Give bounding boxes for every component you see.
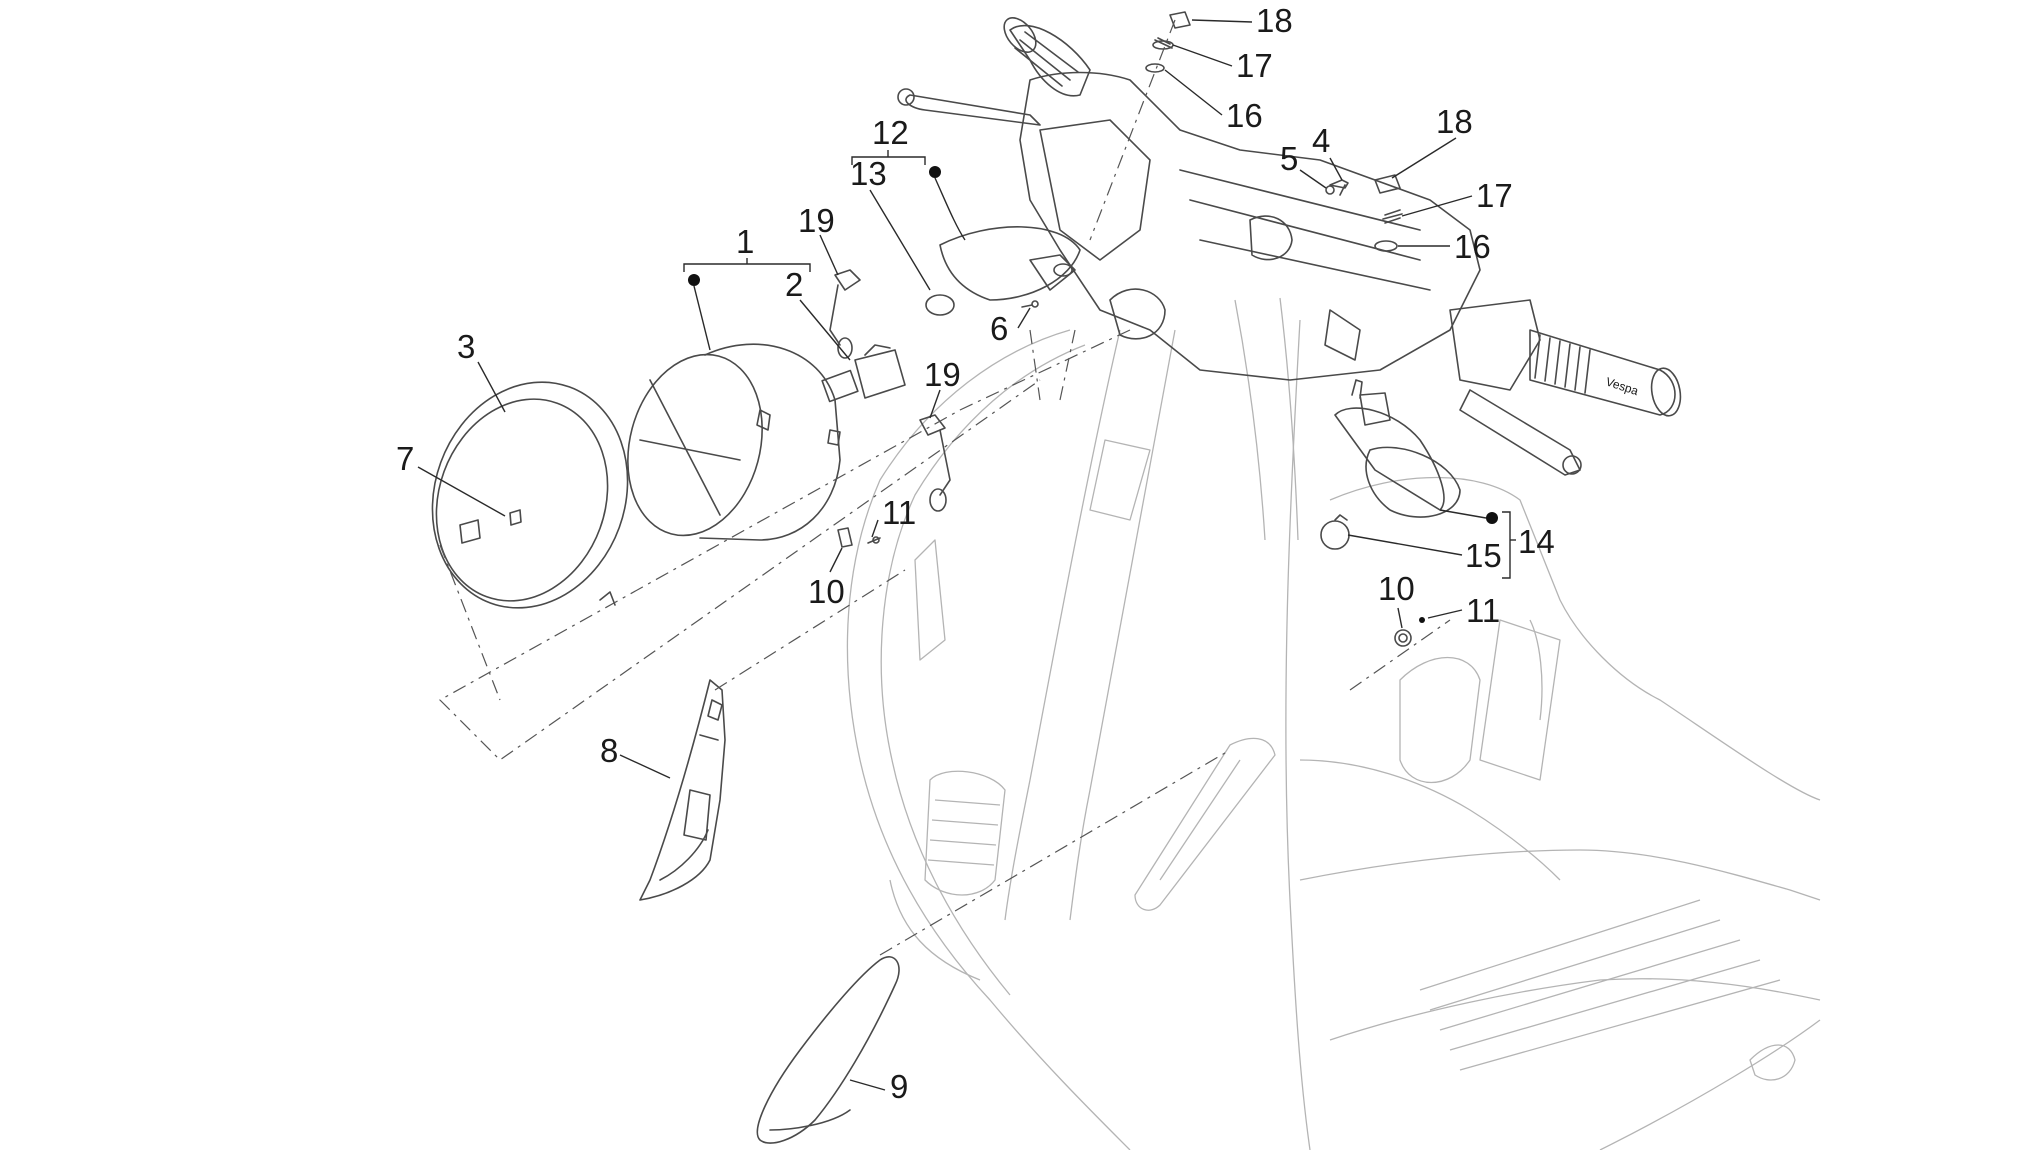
clip-and-screw-right — [1394, 617, 1425, 647]
handlebar-assembly: Vespa — [897, 17, 1682, 476]
front-indicator-right — [1320, 379, 1461, 550]
callout-labels: 1 2 3 4 5 6 7 8 9 10 10 11 11 12 13 14 1… — [396, 2, 1555, 1105]
pin-4-screw-5 — [1325, 179, 1349, 196]
callout-4: 4 — [1312, 122, 1330, 159]
callout-2: 2 — [785, 266, 803, 303]
callout-19-upper: 19 — [798, 202, 835, 239]
scooter-body — [846, 297, 1821, 1151]
leader-lines — [417, 19, 1516, 1091]
callout-15: 15 — [1465, 537, 1502, 574]
mirror-nut-washer-right — [1374, 174, 1403, 252]
callout-19-lower: 19 — [924, 356, 961, 393]
callout-16-right: 16 — [1454, 228, 1491, 265]
headlight-bulb — [821, 344, 906, 403]
callout-16-left: 16 — [1226, 97, 1263, 134]
mirror-nut-washer-left — [1145, 11, 1191, 73]
callout-17-left: 17 — [1236, 47, 1273, 84]
bulb-holder-upper — [829, 269, 861, 359]
callout-17-right: 17 — [1476, 177, 1513, 214]
headlight-unit — [627, 343, 841, 541]
callout-10-right: 10 — [1378, 570, 1415, 607]
callout-11-left: 11 — [882, 494, 916, 531]
grip-brand-text: Vespa — [1604, 375, 1640, 399]
callout-13: 13 — [850, 155, 887, 192]
callout-3: 3 — [457, 328, 475, 365]
side-light-8 — [639, 679, 726, 901]
callout-7: 7 — [396, 440, 414, 477]
callout-5: 5 — [1280, 140, 1298, 177]
indicator-bulb-left — [925, 294, 955, 316]
callout-14: 14 — [1518, 523, 1555, 560]
callout-11-right: 11 — [1466, 592, 1500, 629]
callout-18-left: 18 — [1256, 2, 1293, 39]
callout-12: 12 — [872, 114, 909, 151]
clip-and-screw-left — [837, 527, 881, 548]
headlight-trim-ring — [431, 381, 629, 609]
callout-9: 9 — [890, 1068, 908, 1105]
front-indicator-left — [925, 226, 1081, 316]
side-lens-9 — [756, 956, 900, 1144]
callout-1: 1 — [736, 223, 754, 260]
callout-18-right: 18 — [1436, 103, 1473, 140]
callout-8: 8 — [600, 732, 618, 769]
callout-6: 6 — [990, 310, 1008, 347]
bulb-holder-lower — [919, 414, 951, 512]
callout-10-left: 10 — [808, 573, 845, 610]
assembly-axis-lines — [439, 19, 1451, 956]
